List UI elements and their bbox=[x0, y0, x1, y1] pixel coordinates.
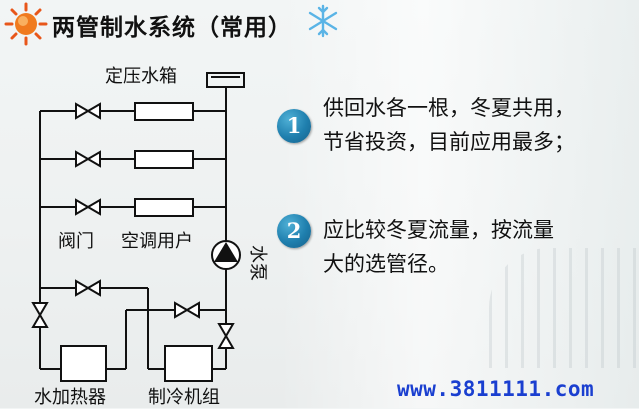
background-room bbox=[279, 0, 639, 408]
ac-user-unit bbox=[134, 150, 194, 169]
valve-icon bbox=[31, 302, 49, 317]
expansion-tank bbox=[206, 72, 245, 88]
point-2-line-2: 大的选管径。 bbox=[323, 252, 449, 276]
pump-label: 水泵 bbox=[247, 245, 268, 281]
valve-label: 阀门 bbox=[58, 231, 94, 252]
valve-icon bbox=[75, 279, 90, 297]
point-1-line-1: 供回水各一根，冬夏共用， bbox=[323, 96, 575, 120]
valve-icon bbox=[174, 301, 189, 319]
snowflake-icon bbox=[308, 4, 338, 38]
ac-user-unit bbox=[134, 198, 194, 217]
valve-icon bbox=[75, 102, 90, 120]
ac-user-label: 空调用户 bbox=[121, 231, 193, 252]
watermark-url: www.3811111.com bbox=[397, 377, 595, 401]
point-badge-2: 2 bbox=[277, 214, 311, 248]
chiller-unit bbox=[164, 345, 213, 382]
point-1-line-2: 节省投资，目前应用最多； bbox=[323, 130, 575, 154]
valve-icon bbox=[75, 198, 90, 216]
valve-icon bbox=[217, 323, 235, 338]
sun-icon bbox=[4, 2, 48, 46]
valve-icon bbox=[75, 150, 90, 168]
water-heater bbox=[60, 345, 107, 382]
page-title: 两管制水系统（常用） bbox=[52, 15, 292, 41]
tank-label: 定压水箱 bbox=[105, 66, 177, 87]
ac-user-unit bbox=[134, 102, 194, 121]
heater-label: 水加热器 bbox=[34, 387, 106, 408]
background-railing bbox=[489, 248, 639, 368]
title-bar: 两管制水系统（常用） bbox=[0, 0, 639, 48]
point-badge-1: 1 bbox=[277, 109, 311, 143]
pump-icon bbox=[211, 240, 241, 270]
point-2-line-1: 应比较冬夏流量，按流量 bbox=[323, 218, 554, 242]
chiller-label: 制冷机组 bbox=[148, 387, 220, 408]
